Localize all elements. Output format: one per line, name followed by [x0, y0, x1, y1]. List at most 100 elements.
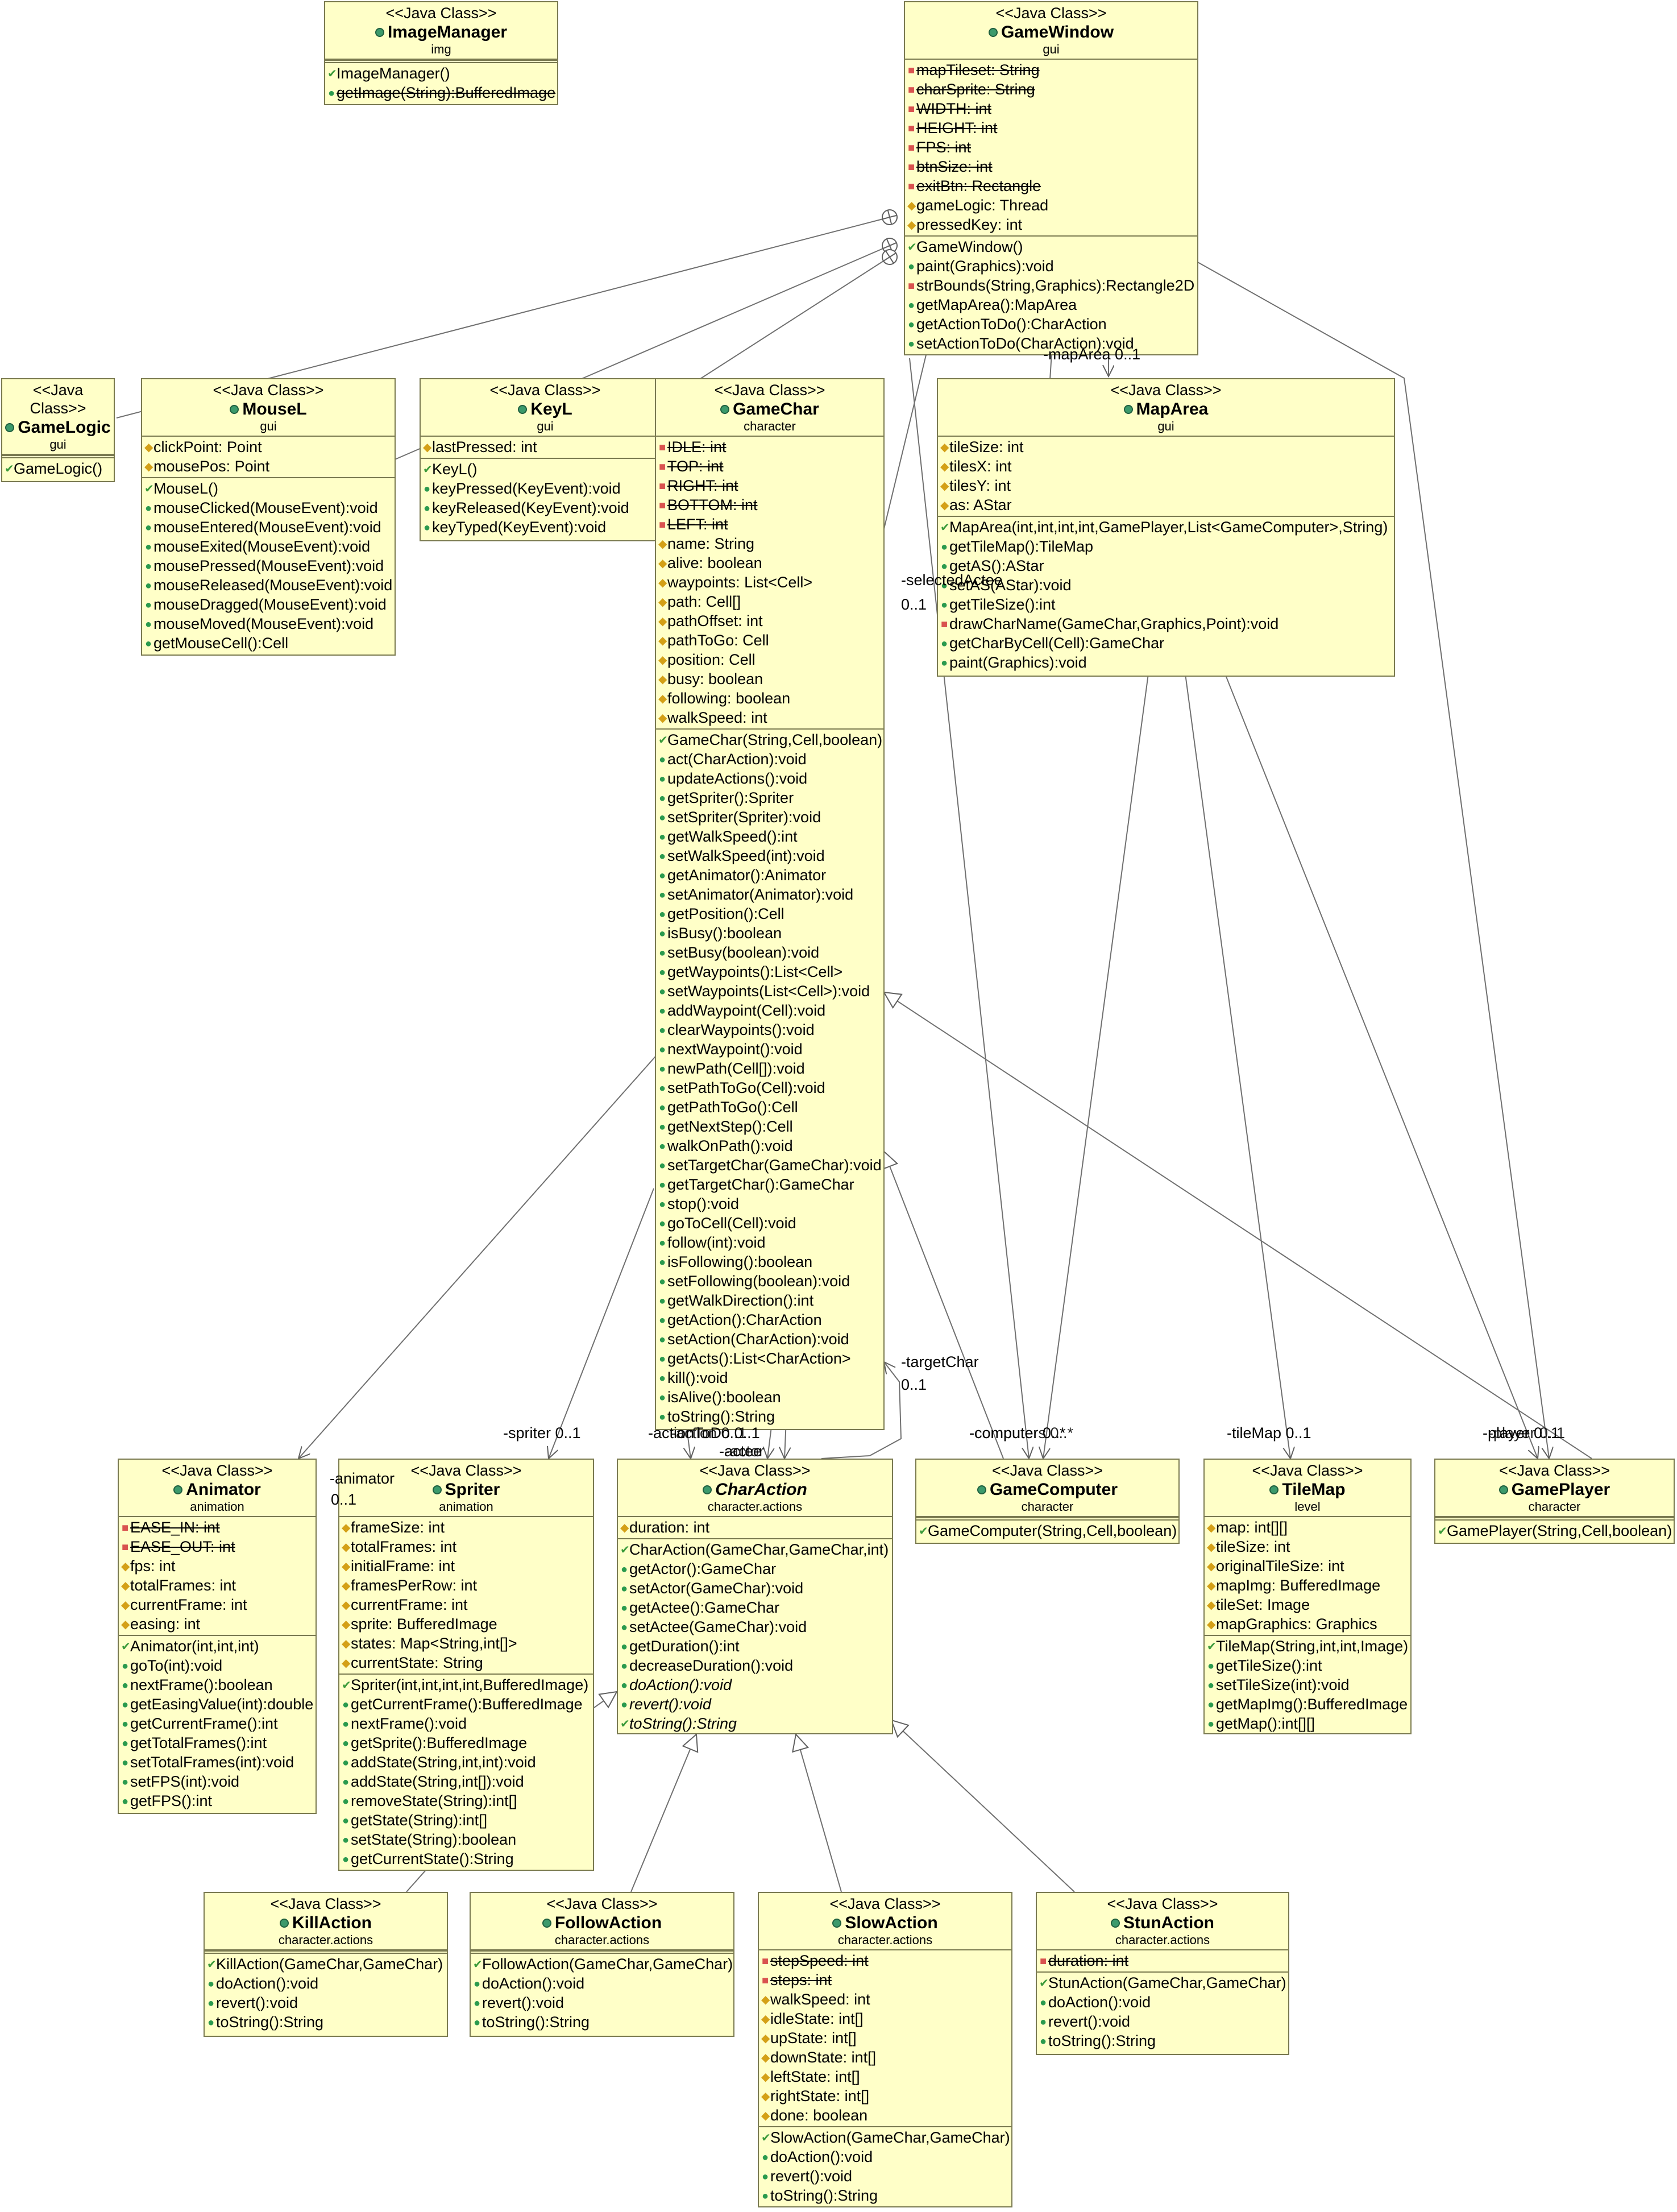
operation-row[interactable]: ●getImage(String):BufferedImage [325, 83, 557, 102]
attribute-row[interactable]: ◆tileSize: int [938, 437, 1394, 457]
operation-row[interactable]: ●setBusy(boolean):void [656, 943, 883, 962]
operation-row[interactable]: ●mouseMoved(MouseEvent):void [142, 614, 395, 633]
operation-row[interactable]: ●isAlive():boolean [656, 1387, 883, 1407]
attribute-row[interactable]: ◆position: Cell [656, 650, 883, 669]
operation-row[interactable]: ✔GameComputer(String,Cell,boolean) [916, 1521, 1178, 1540]
operation-row[interactable]: ●revert():void [205, 1993, 447, 2012]
attribute-row[interactable]: ◆map: int[][] [1205, 1518, 1410, 1537]
operation-row[interactable]: ✔ImageManager() [325, 64, 557, 83]
operation-row[interactable]: ✔SlowAction(GameChar,GameChar) [759, 2128, 1011, 2147]
attribute-row[interactable]: ■steps: int [759, 1970, 1011, 1990]
operation-row[interactable]: ●getMap():int[][] [1205, 1714, 1410, 1733]
operation-row[interactable]: ●toString():String [656, 1407, 883, 1426]
operation-row[interactable]: ●getPathToGo():Cell [656, 1097, 883, 1117]
operation-row[interactable]: ●act(CharAction):void [656, 749, 883, 769]
attribute-row[interactable]: ◆gameLogic: Thread [905, 196, 1197, 215]
operation-row[interactable]: ■drawCharName(GameChar,Graphics,Point):v… [938, 614, 1394, 633]
operation-row[interactable]: ●addState(String,int,int):void [339, 1753, 593, 1772]
operation-row[interactable]: ●setAnimator(Animator):void [656, 885, 883, 904]
operation-row[interactable]: ●getNextStep():Cell [656, 1117, 883, 1136]
attribute-row[interactable]: ◆done: boolean [759, 2106, 1011, 2125]
operation-row[interactable]: ●getCurrentFrame():BufferedImage [339, 1695, 593, 1714]
operation-row[interactable]: ●getCurrentState():String [339, 1849, 593, 1869]
operation-row[interactable]: ●getSprite():BufferedImage [339, 1733, 593, 1753]
attribute-row[interactable]: ◆totalFrames: int [339, 1537, 593, 1556]
operation-row[interactable]: ●stop():void [656, 1194, 883, 1213]
operation-row[interactable]: ✔Spriter(int,int,int,int,BufferedImage) [339, 1675, 593, 1695]
attribute-row[interactable]: ■FPS: int [905, 138, 1197, 157]
operation-row[interactable]: ●getTileSize():int [938, 595, 1394, 614]
operation-row[interactable]: ●getMapArea():MapArea [905, 295, 1197, 314]
operation-row[interactable]: ●getAS():AStar [938, 556, 1394, 575]
operation-row[interactable]: ●getAction():CharAction [656, 1310, 883, 1329]
operation-row[interactable]: ●getDuration():int [618, 1637, 892, 1656]
operation-row[interactable]: ✔GameLogic() [2, 459, 114, 478]
operation-row[interactable]: ●doAction():void [618, 1675, 892, 1695]
operation-row[interactable]: ●mouseClicked(MouseEvent):void [142, 498, 395, 517]
operation-row[interactable]: ✔MouseL() [142, 479, 395, 498]
operation-row[interactable]: ●getCharByCell(Cell):GameChar [938, 633, 1394, 653]
operation-row[interactable]: ●getSpriter():Spriter [656, 788, 883, 807]
attribute-row[interactable]: ◆totalFrames: int [119, 1576, 316, 1595]
operation-row[interactable]: ●follow(int):void [656, 1233, 883, 1252]
operation-row[interactable]: ●revert():void [618, 1695, 892, 1714]
operation-row[interactable]: ●getCurrentFrame():int [119, 1714, 316, 1733]
operation-row[interactable]: ●setActor(GameChar):void [618, 1579, 892, 1598]
attribute-row[interactable]: ■IDLE: int [656, 437, 883, 457]
operation-row[interactable]: ●setActee(GameChar):void [618, 1617, 892, 1637]
operation-row[interactable]: ●goTo(int):void [119, 1656, 316, 1675]
operation-row[interactable]: ●getState(String):int[] [339, 1811, 593, 1830]
operation-row[interactable]: ✔StunAction(GameChar,GameChar) [1037, 1973, 1288, 1993]
attribute-row[interactable]: ◆following: boolean [656, 689, 883, 708]
operation-row[interactable]: ●getMapImg():BufferedImage [1205, 1695, 1410, 1714]
attribute-row[interactable]: ◆framesPerRow: int [339, 1576, 593, 1595]
operation-row[interactable]: ●addState(String,int[]):void [339, 1772, 593, 1791]
operation-row[interactable]: ●getActor():GameChar [618, 1559, 892, 1579]
operation-row[interactable]: ■strBounds(String,Graphics):Rectangle2D [905, 276, 1197, 295]
operation-row[interactable]: ●setActionToDo(CharAction):void [905, 334, 1197, 353]
operation-row[interactable]: ✔GameChar(String,Cell,boolean) [656, 730, 883, 749]
operation-row[interactable]: ●getActionToDo():CharAction [905, 314, 1197, 334]
attribute-row[interactable]: ■stepSpeed: int [759, 1951, 1011, 1970]
attribute-row[interactable]: ◆as: AStar [938, 495, 1394, 515]
attribute-row[interactable]: ◆idleState: int[] [759, 2009, 1011, 2028]
operation-row[interactable]: ●toString():String [759, 2186, 1011, 2205]
attribute-row[interactable]: ◆states: Map<String,int[]> [339, 1634, 593, 1653]
operation-row[interactable]: ●setPathToGo(Cell):void [656, 1078, 883, 1097]
operation-row[interactable]: ●addWaypoint(Cell):void [656, 1001, 883, 1020]
operation-row[interactable]: ●setAction(CharAction):void [656, 1329, 883, 1349]
attribute-row[interactable]: ◆lastPressed: int [421, 437, 670, 457]
attribute-row[interactable]: ◆downState: int[] [759, 2048, 1011, 2067]
attribute-row[interactable]: ■EASE_OUT: int [119, 1537, 316, 1556]
operation-row[interactable]: ●doAction():void [471, 1974, 733, 1993]
attribute-row[interactable]: ◆sprite: BufferedImage [339, 1614, 593, 1634]
operation-row[interactable]: ✔CharAction(GameChar,GameChar,int) [618, 1540, 892, 1559]
operation-row[interactable]: ●getWaypoints():List<Cell> [656, 962, 883, 981]
attribute-row[interactable]: ◆fps: int [119, 1556, 316, 1576]
attribute-row[interactable]: ■charSprite: String [905, 80, 1197, 99]
attribute-row[interactable]: ◆currentFrame: int [339, 1595, 593, 1614]
attribute-row[interactable]: ◆originalTileSize: int [1205, 1556, 1410, 1576]
operation-row[interactable]: ●getWalkSpeed():int [656, 827, 883, 846]
operation-row[interactable]: ✔GamePlayer(String,Cell,boolean) [1435, 1521, 1674, 1540]
operation-row[interactable]: ●getTargetChar():GameChar [656, 1175, 883, 1194]
operation-row[interactable]: ●toString():String [205, 2012, 447, 2032]
attribute-row[interactable]: ■BOTTOM: int [656, 495, 883, 515]
attribute-row[interactable]: ◆tileSize: int [1205, 1537, 1410, 1556]
operation-row[interactable]: ✔FollowAction(GameChar,GameChar) [471, 1954, 733, 1974]
operation-row[interactable]: ●keyPressed(KeyEvent):void [421, 479, 670, 498]
operation-row[interactable]: ✔MapArea(int,int,int,int,GamePlayer,List… [938, 517, 1394, 537]
operation-row[interactable]: ●revert():void [471, 1993, 733, 2012]
operation-row[interactable]: ●toString():String [1037, 2031, 1288, 2051]
operation-row[interactable]: ✔KillAction(GameChar,GameChar) [205, 1954, 447, 1974]
